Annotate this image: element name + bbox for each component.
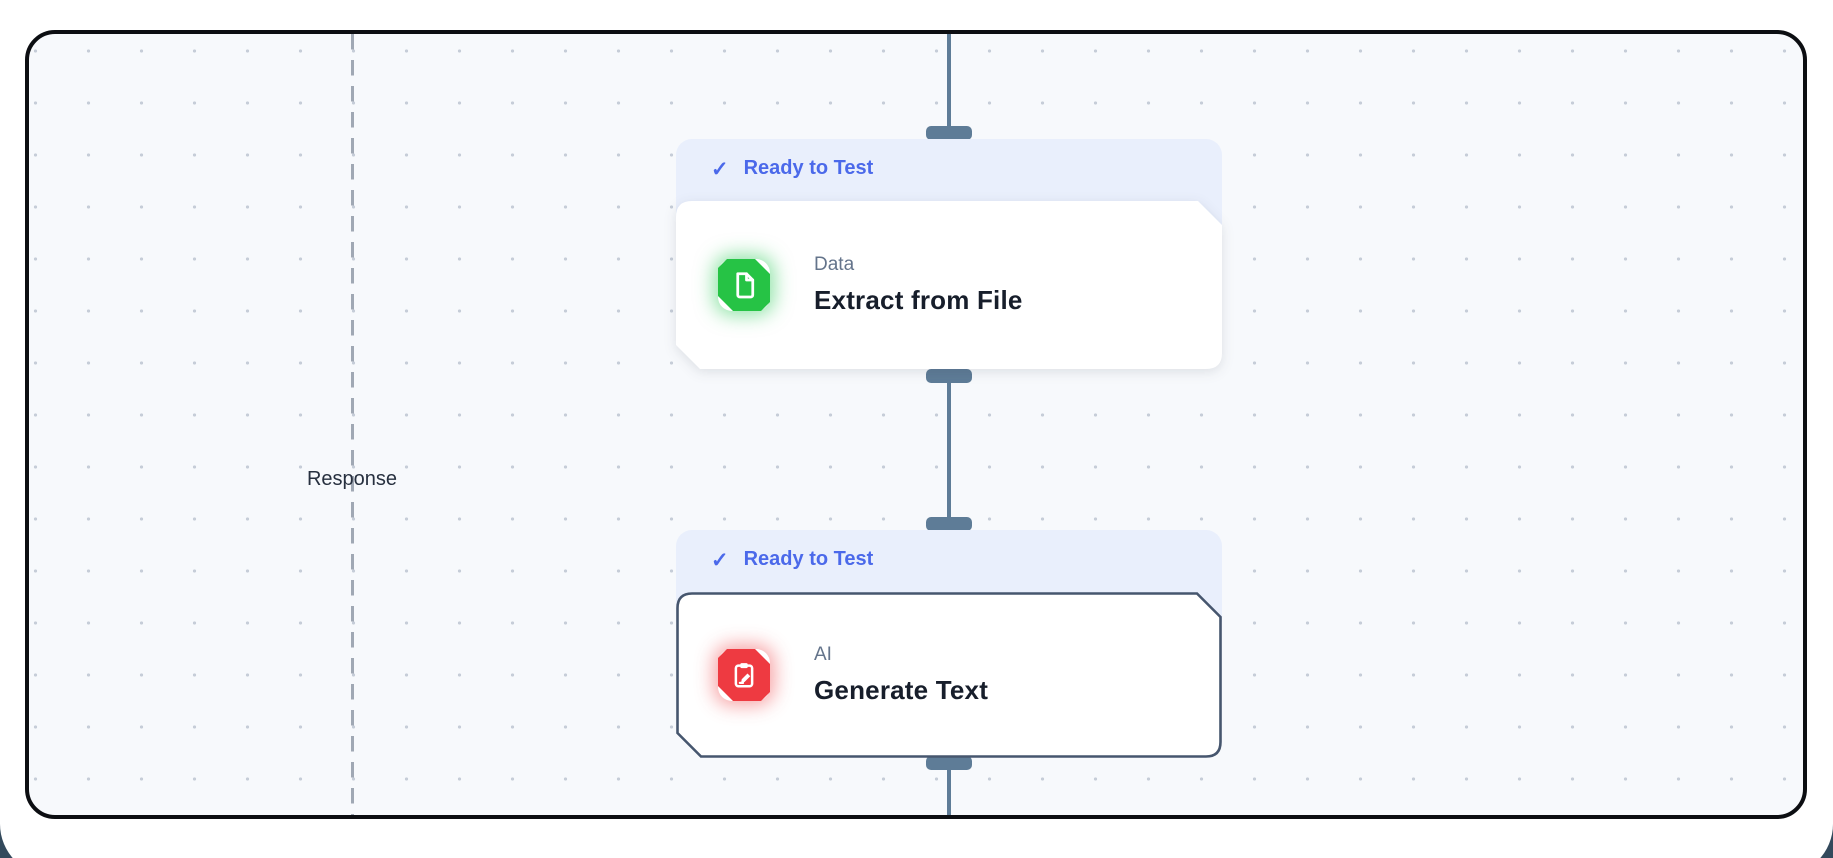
node-generate-text[interactable]: ✓ Ready to Test (676, 530, 1222, 758)
workflow-canvas[interactable]: Response ✓ Ready to Test (25, 30, 1807, 819)
status-badge-text: Ready to Test (743, 548, 874, 570)
response-guide-label: Response (306, 468, 398, 490)
check-icon: ✓ (711, 549, 729, 572)
response-guide-line (351, 34, 354, 815)
clipboard-pencil-icon (718, 649, 770, 701)
node-title: Extract from File (814, 285, 1023, 315)
edge-outgoing (947, 770, 951, 815)
output-handle-generate-text[interactable] (926, 756, 972, 770)
edge-incoming (947, 34, 951, 126)
node-category: Data (814, 254, 855, 275)
input-handle-extract-from-file[interactable] (926, 126, 972, 140)
node-card-selected (676, 592, 1222, 758)
node-extract-from-file[interactable]: ✓ Ready to Test Data Extract f (676, 139, 1222, 369)
check-icon: ✓ (711, 158, 729, 181)
file-document-icon (718, 259, 770, 311)
status-badge-text: Ready to Test (743, 157, 874, 179)
input-handle-generate-text[interactable] (926, 517, 972, 531)
edge-extract-to-generate (947, 382, 951, 518)
node-category: AI (814, 644, 832, 665)
node-title: Generate Text (814, 675, 989, 705)
node-card (676, 201, 1222, 369)
output-handle-extract-from-file[interactable] (926, 369, 972, 383)
